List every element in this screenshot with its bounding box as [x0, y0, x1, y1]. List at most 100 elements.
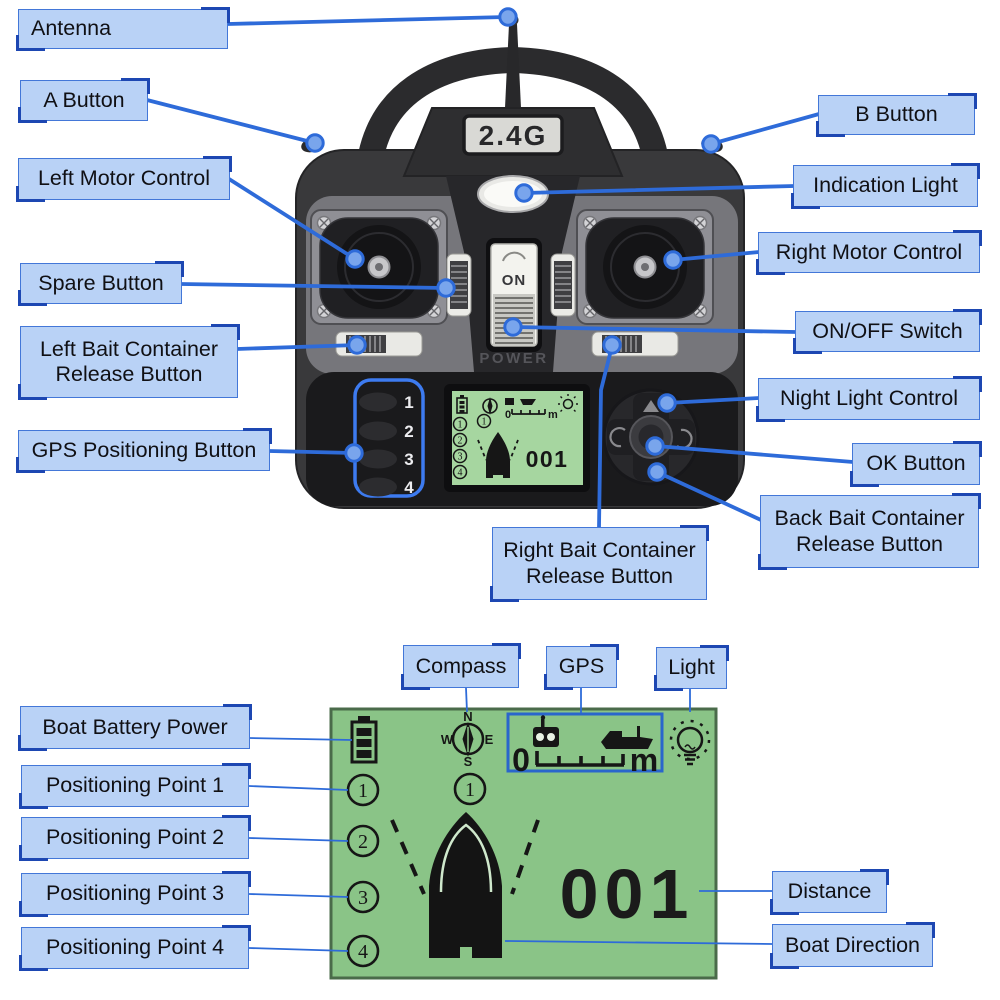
dpad-up-arrow-icon [643, 400, 659, 412]
callout-positioning-point-2: Positioning Point 2 [19, 815, 251, 861]
frequency-label: 2.4G [479, 120, 548, 151]
callout-a-button: A Button [18, 78, 150, 123]
dot-antenna [498, 7, 518, 27]
dot-indication [514, 183, 534, 203]
callout-line-compass [465, 687, 468, 713]
mini-lcd: 0 m 1 2 3 4 1 001 [444, 384, 590, 492]
right-joystick [576, 209, 714, 325]
dpad-left-arrow-icon [609, 427, 626, 448]
callout-on-off-switch: ON/OFF Switch [793, 309, 982, 354]
mini-gps-scale-icon: 0 m [505, 398, 558, 421]
svg-text:1: 1 [482, 417, 487, 428]
callout-left-motor-control: Left Motor Control [16, 156, 232, 202]
compass-n: N [463, 709, 472, 724]
dot-a-button [305, 133, 325, 153]
callout-line-on-off [511, 325, 798, 334]
callout-line-night-light [665, 396, 761, 405]
remote-antenna [505, 14, 521, 108]
svg-text:2: 2 [458, 436, 463, 447]
connector-lines [145, 15, 855, 952]
compass-s: S [464, 754, 473, 769]
lightbulb-icon [669, 719, 711, 766]
svg-text:1: 1 [458, 420, 463, 431]
scale-unit: m [630, 742, 658, 778]
svg-text:0: 0 [505, 409, 511, 421]
callout-line-back-bait [655, 470, 763, 522]
callout-line-left-motor [227, 177, 357, 261]
distance-value: 001 [560, 855, 695, 933]
dot-b-button [701, 134, 721, 154]
callout-line-spare [179, 282, 448, 290]
boat-inner-line [439, 823, 493, 893]
dot-left-motor [345, 249, 365, 269]
callout-indication-light: Indication Light [791, 163, 980, 209]
dot-back-bait [647, 462, 667, 482]
frequency-plate: 2.4G [462, 114, 564, 156]
mini-point-badges: 1 2 3 4 [452, 416, 468, 480]
callout-gps: GPS [544, 644, 619, 690]
mini-boat-icon [486, 432, 510, 478]
callout-line-antenna [226, 15, 508, 26]
callout-boat-battery-power: Boat Battery Power [18, 704, 252, 751]
callout-right-motor-control: Right Motor Control [756, 230, 982, 275]
memory-button-2-label: 2 [404, 422, 413, 441]
callout-night-light-control: Night Light Control [756, 376, 982, 422]
remote-transmitter-icon [533, 715, 559, 747]
svg-text:1: 1 [465, 779, 475, 801]
callout-line-indication [522, 184, 796, 195]
callout-light: Light [654, 645, 729, 691]
callout-positioning-point-3: Positioning Point 3 [19, 871, 251, 917]
callout-gps-positioning: GPS Positioning Button [16, 428, 272, 473]
callout-boat-direction: Boat Direction [770, 922, 935, 969]
dot-ok [645, 436, 665, 456]
callout-b-button: B Button [816, 93, 977, 137]
dot-gps-positioning [344, 443, 364, 463]
compass-w: W [441, 732, 454, 747]
callout-antenna: Antenna [16, 7, 230, 51]
svg-text:1: 1 [358, 780, 368, 802]
callout-line-battery [248, 737, 353, 741]
callout-spare-button: Spare Button [18, 261, 184, 306]
dot-right-motor [663, 250, 683, 270]
left-joystick [310, 209, 448, 325]
memory-button-1-label: 1 [404, 393, 413, 412]
memory-buttons-group: 1 2 3 4 [353, 378, 425, 498]
callout-line-b-button [709, 112, 821, 146]
callout-right-bait-release: Right Bait Container Release Button [490, 525, 709, 602]
callout-line-right-bait [597, 344, 614, 530]
svg-text:2: 2 [358, 831, 368, 853]
battery-icon [350, 716, 378, 764]
callout-line-pp2 [248, 837, 349, 842]
compass-icon: N W E S [441, 709, 494, 769]
callout-line-ok [654, 444, 855, 464]
svg-text:3: 3 [358, 887, 368, 909]
svg-text:4: 4 [358, 941, 368, 963]
svg-text:3: 3 [458, 452, 463, 463]
callout-line-right-motor [671, 250, 761, 262]
on-label: ON [502, 272, 527, 289]
memory-button-4-label: 4 [404, 478, 414, 497]
scale-zero: 0 [512, 742, 530, 778]
svg-text:m: m [548, 409, 558, 421]
callout-line-pp3 [248, 893, 349, 898]
callout-line-boat-direction [504, 940, 773, 945]
dot-night-light [657, 393, 677, 413]
mini-battery-icon [456, 395, 468, 414]
callout-compass: Compass [401, 643, 521, 690]
positioning-point-badges: 1 2 3 4 [346, 773, 380, 968]
callout-distance: Distance [770, 869, 889, 915]
right-vertical-wheel [550, 253, 576, 317]
boat-point-badge: 1 [453, 772, 487, 806]
callout-positioning-point-1: Positioning Point 1 [19, 763, 251, 809]
callout-line-left-bait [235, 343, 359, 351]
lcd-screen-diagram: N W E S 0 m [329, 707, 718, 980]
dot-right-bait [602, 335, 622, 355]
mini-boat-point-badge [476, 413, 492, 429]
callout-positioning-point-4: Positioning Point 4 [19, 925, 251, 971]
callout-line-gps-positioning [267, 449, 356, 455]
callout-line-pp4 [248, 947, 349, 952]
power-switch: ON POWER [479, 238, 546, 367]
callout-back-bait-release: Back Bait Container Release Button [758, 493, 981, 570]
